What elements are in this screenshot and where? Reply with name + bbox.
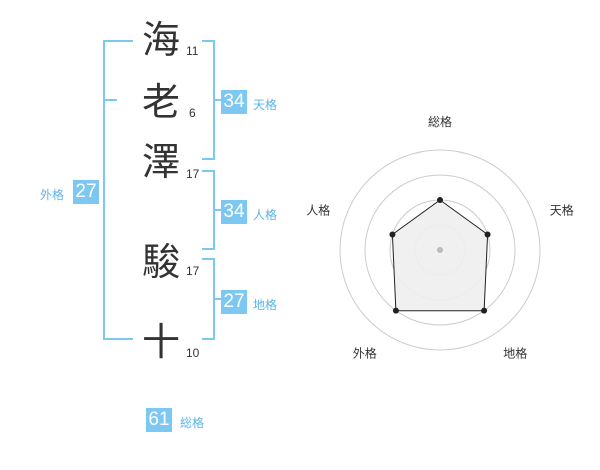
- name-char-3: 澤: [142, 140, 181, 184]
- radar-point-1: [437, 197, 443, 203]
- tenkaku-value: 34: [221, 90, 247, 114]
- chikaku-value: 27: [221, 290, 247, 314]
- radar-point-2: [484, 231, 491, 238]
- stroke-count-5: 10: [186, 346, 200, 360]
- radar-axis-label-2: 天格: [550, 202, 574, 217]
- radar-axis-label-3: 地格: [503, 346, 527, 361]
- gaikaku-label: 外格: [40, 188, 65, 202]
- chikaku-label: 地格: [253, 298, 278, 312]
- radar-center-dot: [437, 247, 443, 253]
- chikaku-bracket-tick: [213, 298, 221, 300]
- radar-axis-label-5: 人格: [306, 202, 330, 217]
- radar-point-4: [392, 307, 399, 314]
- radar-ring-2: [389, 199, 491, 301]
- radar-ring-3: [364, 174, 516, 326]
- stroke-count-2: 6: [189, 106, 196, 120]
- name-char-4: 駿: [142, 240, 181, 284]
- stroke-count-4: 17: [186, 264, 200, 278]
- name-char-5: 十: [142, 320, 181, 364]
- tenkaku-bracket-tick: [213, 99, 221, 101]
- radar-point-5: [389, 231, 396, 238]
- soukaku-value: 61: [146, 408, 172, 432]
- tenkaku-label: 天格: [253, 98, 278, 112]
- radar-ring-1: [414, 224, 466, 276]
- stroke-count-3: 17: [186, 167, 200, 181]
- stroke-count-1: 11: [186, 44, 199, 58]
- radar-point-3: [481, 307, 488, 314]
- gaikaku-value: 27: [73, 180, 99, 204]
- name-char-1: 海: [142, 18, 181, 62]
- radar-axis-label-4: 外格: [353, 346, 377, 361]
- jinkaku-bracket-tick: [213, 209, 221, 211]
- radar-axis-label-1: 総格: [428, 114, 452, 129]
- jinkaku-value: 34: [221, 200, 247, 224]
- radar-ring-4: [339, 149, 541, 351]
- gaikaku-bracket-mid-tick: [103, 99, 117, 101]
- jinkaku-label: 人格: [253, 208, 278, 222]
- name-char-2: 老: [142, 80, 181, 124]
- soukaku-label: 総格: [180, 416, 205, 430]
- gaikaku-bracket: [103, 40, 133, 340]
- radar-polygon: [391, 199, 489, 312]
